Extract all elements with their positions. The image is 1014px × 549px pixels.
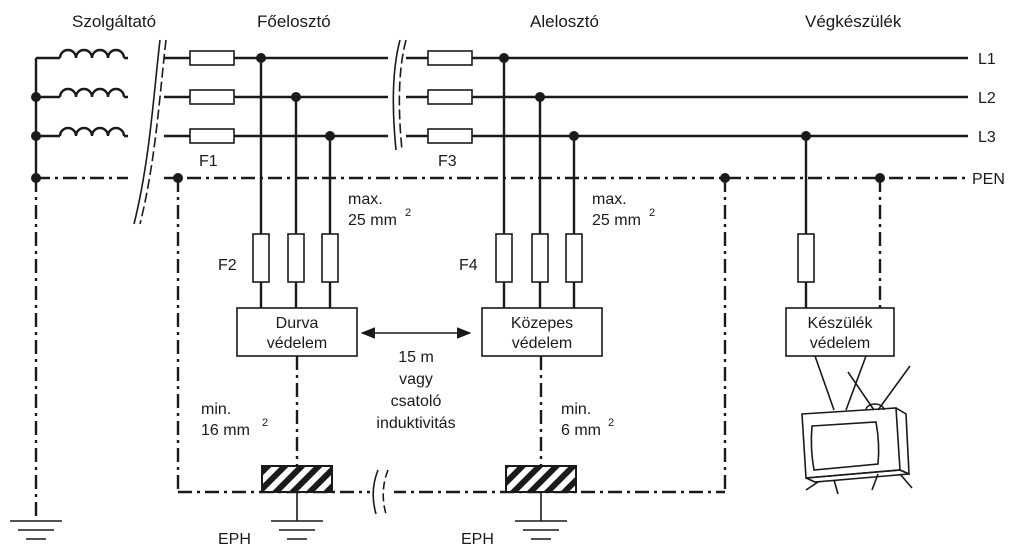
min-cross-section-sub-1: min. <box>561 401 591 418</box>
fuse-group-f3 <box>427 50 473 144</box>
junction-dot <box>535 92 545 102</box>
break-mark-provider <box>128 39 167 230</box>
junction-dot <box>31 92 41 102</box>
junction-dot <box>173 173 183 183</box>
device-protection-label-2: védelem <box>810 335 870 352</box>
medium-protection-label-2: védelem <box>512 335 572 352</box>
television-icon <box>801 355 913 495</box>
coarse-protection-label-1: Durva <box>276 315 319 332</box>
fuse-group-f1 <box>189 50 235 144</box>
superscript-2: 2 <box>405 207 411 219</box>
header-main-distributor: Főelosztó <box>257 12 331 31</box>
max-cross-section-sub-1: max. <box>592 191 627 208</box>
device-protection-box <box>785 307 895 357</box>
label-l2: L2 <box>978 90 996 107</box>
min-cross-section-main-1: min. <box>201 401 231 418</box>
header-sub-distributor: Alelosztó <box>530 12 599 31</box>
eph-bar-sub <box>505 465 577 493</box>
coarse-protection-label-2: védelem <box>267 335 327 352</box>
source-ground-symbol <box>10 520 62 540</box>
coarse-protection-box <box>236 307 358 357</box>
coupling-label-4: induktivitás <box>376 415 455 432</box>
eph-label-main: EPH <box>218 531 251 548</box>
medium-protection-box <box>481 307 603 357</box>
max-cross-section-main-2: 25 mm <box>348 212 397 229</box>
junction-dot <box>499 53 509 63</box>
label-f3: F3 <box>438 153 457 170</box>
medium-protection-label-1: Közepes <box>511 315 573 332</box>
eph-bar-main <box>261 465 333 493</box>
min-cross-section-main-2: 16 mm <box>201 422 250 439</box>
min-cross-section-sub-2: 6 mm <box>561 422 601 439</box>
superscript-2: 2 <box>262 417 268 429</box>
superscript-2: 2 <box>608 417 614 429</box>
label-f2: F2 <box>218 257 237 274</box>
coupling-label-3: csatoló <box>391 393 442 410</box>
junction-dot <box>569 131 579 141</box>
coupling-label-1: 15 m <box>398 349 434 366</box>
junction-dot <box>801 131 811 141</box>
junction-dot <box>325 131 335 141</box>
eph-label-sub: EPH <box>461 531 494 548</box>
label-pen: PEN <box>972 171 1005 188</box>
junction-dot <box>256 53 266 63</box>
superscript-2: 2 <box>649 207 655 219</box>
eph-ground-sub <box>515 492 567 540</box>
header-provider: Szolgáltató <box>72 12 156 31</box>
break-mark-upper <box>388 39 407 151</box>
device-protection-label-1: Készülék <box>808 315 874 332</box>
header-end-device: Végkészülék <box>805 12 902 31</box>
label-l3: L3 <box>978 129 996 146</box>
junction-dot <box>720 173 730 183</box>
fuse-group-f2 <box>252 233 339 283</box>
eph-ground-main <box>271 492 323 540</box>
fuse-group-f4 <box>495 233 583 283</box>
junction-dot <box>875 173 885 183</box>
label-l1: L1 <box>978 51 996 68</box>
break-mark-lower <box>370 469 394 515</box>
device-fuse <box>797 233 815 283</box>
junction-dot <box>31 131 41 141</box>
max-cross-section-sub-2: 25 mm <box>592 212 641 229</box>
junction-dot <box>291 92 301 102</box>
label-f4: F4 <box>459 257 478 274</box>
max-cross-section-main-1: max. <box>348 191 383 208</box>
label-f1: F1 <box>199 153 218 170</box>
coupling-label-2: vagy <box>399 371 433 388</box>
